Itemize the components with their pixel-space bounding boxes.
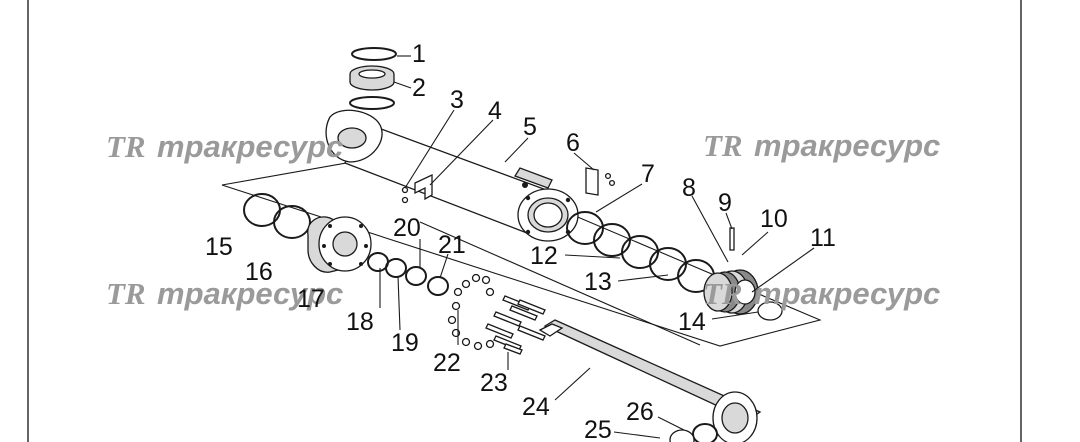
part-1-snap-ring: [351, 47, 397, 61]
part-23-bolts: [485, 295, 546, 355]
part-6-plate: [585, 167, 616, 196]
label-11: 11: [810, 224, 836, 252]
label-24: 24: [522, 393, 550, 421]
part-16-oring: [273, 205, 311, 239]
label-4: 4: [488, 97, 502, 125]
watermark-text: тракресурс: [157, 129, 343, 164]
watermark-logo: TR: [703, 128, 743, 163]
part-20-seal: [405, 266, 427, 286]
label-13: 13: [584, 268, 612, 296]
part-4-bracket: [414, 173, 433, 201]
rod-centerline: [419, 221, 701, 346]
label-9: 9: [718, 189, 732, 217]
part-13-seal-a: [649, 247, 687, 281]
part-17-gland: [307, 216, 372, 273]
part-9-pin: [729, 227, 735, 251]
label-7: 7: [641, 160, 655, 188]
label-23: 23: [480, 369, 508, 397]
label-1: 1: [412, 40, 426, 68]
part-19-seal: [385, 258, 407, 278]
label-3: 3: [450, 86, 464, 114]
part-12-seal-b: [621, 235, 659, 269]
part-18-seal: [367, 252, 389, 272]
part-2-bushing: [349, 65, 395, 91]
part-14-ring: [757, 301, 783, 321]
part-snap-ring-lower: [349, 96, 395, 110]
label-26: 26: [626, 398, 654, 426]
label-21: 21: [438, 231, 466, 259]
label-25: 25: [584, 416, 612, 442]
part-24-piston-rod: [538, 319, 762, 421]
watermark-top-right: TR тракресурс: [703, 128, 940, 163]
label-18: 18: [346, 308, 374, 336]
label-20: 20: [393, 214, 421, 242]
part-3-screws: [401, 186, 409, 204]
watermark-middle-right: TR тракресурс: [703, 276, 940, 311]
part-22-washers: [447, 273, 495, 351]
watermark-text: тракресурс: [754, 128, 940, 163]
watermark-logo: TR: [106, 276, 146, 311]
watermark-middle-left: TR тракресурс: [106, 276, 343, 311]
label-5: 5: [523, 113, 537, 141]
part-5-cylinder-barrel: [325, 109, 579, 242]
part-26-rod-eye: [669, 391, 758, 442]
label-12: 12: [530, 242, 558, 270]
label-22: 22: [433, 349, 461, 377]
part-11-piston: [703, 269, 759, 315]
label-19: 19: [391, 329, 419, 357]
label-14: 14: [678, 308, 706, 336]
label-8: 8: [682, 174, 696, 202]
watermark-text: тракресурс: [754, 276, 940, 311]
label-2: 2: [412, 74, 426, 102]
watermark-logo: TR: [106, 129, 146, 164]
part-12-seal-a: [593, 223, 631, 257]
watermark-logo: TR: [703, 276, 743, 311]
part-7-seal: [566, 211, 604, 245]
leader-lines: [379, 55, 815, 439]
watermark-top-left: TR тракресурс: [106, 129, 343, 164]
callout-labels: 1 2 3 4 5 6 7 8 9 10 11 12 13 14 15 16 1…: [205, 40, 836, 442]
label-16: 16: [245, 258, 273, 286]
label-10: 10: [760, 205, 788, 233]
part-21-seal: [427, 276, 449, 296]
label-15: 15: [205, 233, 233, 261]
label-17: 17: [297, 285, 325, 313]
watermark-text: тракресурс: [157, 276, 343, 311]
label-6: 6: [566, 129, 580, 157]
